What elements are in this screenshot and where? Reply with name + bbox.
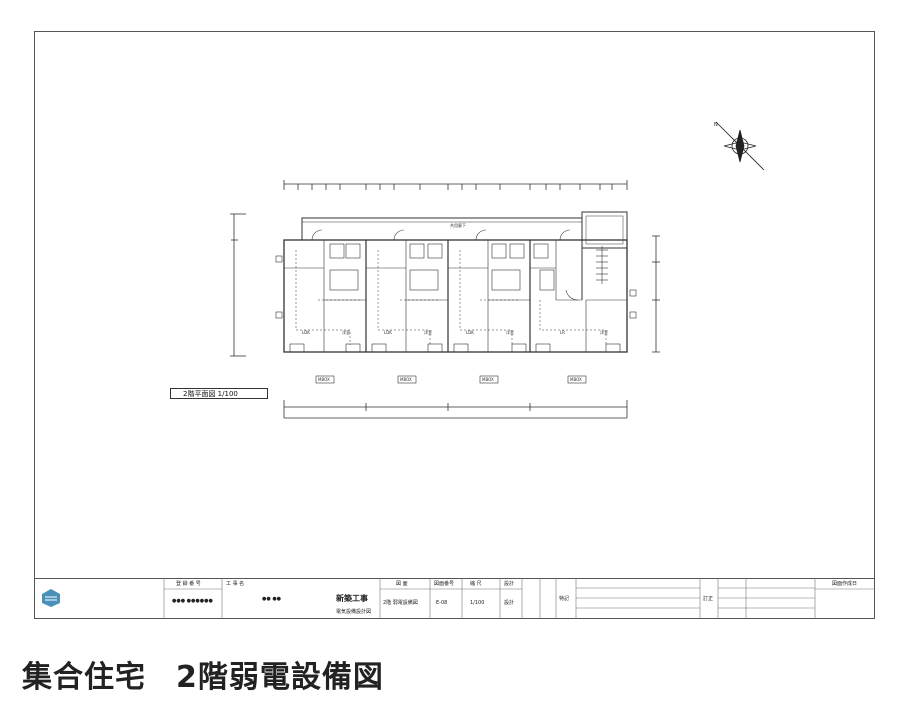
room-label: 洋室 [506, 329, 514, 335]
page-title-part1: 集合住宅 [22, 660, 146, 695]
room-label: 洋室 [342, 329, 350, 335]
tb-col-scale: 縮 尺 [470, 581, 482, 587]
room-label: LDK [466, 330, 474, 335]
drawing-sheet-border [34, 31, 875, 619]
tb-scale-value: 1/100 [470, 600, 485, 606]
corridor-label: 共用廊下 [450, 222, 466, 228]
tb-col-design: 設計 [504, 581, 515, 587]
tb-number-header: 登 録 番 号 [176, 581, 201, 587]
tb-date-label: 図面作成日 [832, 581, 858, 587]
balcony-label: MBOX [400, 377, 412, 382]
tb-number-value: ●●● ●●●●●● [172, 598, 213, 604]
tb-col-number: 図面番号 [434, 581, 455, 587]
title-block [34, 578, 875, 619]
room-label: 洋室 [600, 329, 608, 335]
company-logo-icon [42, 589, 60, 607]
page-title-part2: 2階弱電設備図 [176, 660, 384, 695]
tb-owner: ●● ●● [262, 596, 282, 602]
page-title: 集合住宅 2階弱電設備図 [22, 652, 384, 696]
tb-col-title: 図 面 [396, 581, 408, 587]
tb-name-header: 工 事 名 [226, 581, 245, 587]
tb-revision-label: 訂正 [703, 596, 714, 602]
tb-title-value: 2階 弱電設備図 [383, 600, 418, 606]
tb-number-code: E-08 [436, 600, 448, 606]
room-label: LDK [302, 330, 310, 335]
room-label: LR [560, 330, 565, 335]
tb-design-value: 設計 [504, 600, 515, 606]
tb-drawing-set: 電気設備設計図 [336, 609, 372, 615]
svg-text:N: N [714, 122, 718, 128]
balcony-label: MBOX [318, 377, 330, 382]
north-arrow-icon [715, 121, 765, 171]
room-label: LDK [384, 330, 392, 335]
tb-note-label: 特記 [559, 596, 570, 602]
room-label: 洋室 [424, 329, 432, 335]
balcony-label: MBOX [482, 377, 494, 382]
plan-scale-label: 2階平面図 1/100 [170, 388, 268, 399]
balcony-label: MBOX [570, 377, 582, 382]
tb-project: 新築工事 [336, 594, 368, 603]
